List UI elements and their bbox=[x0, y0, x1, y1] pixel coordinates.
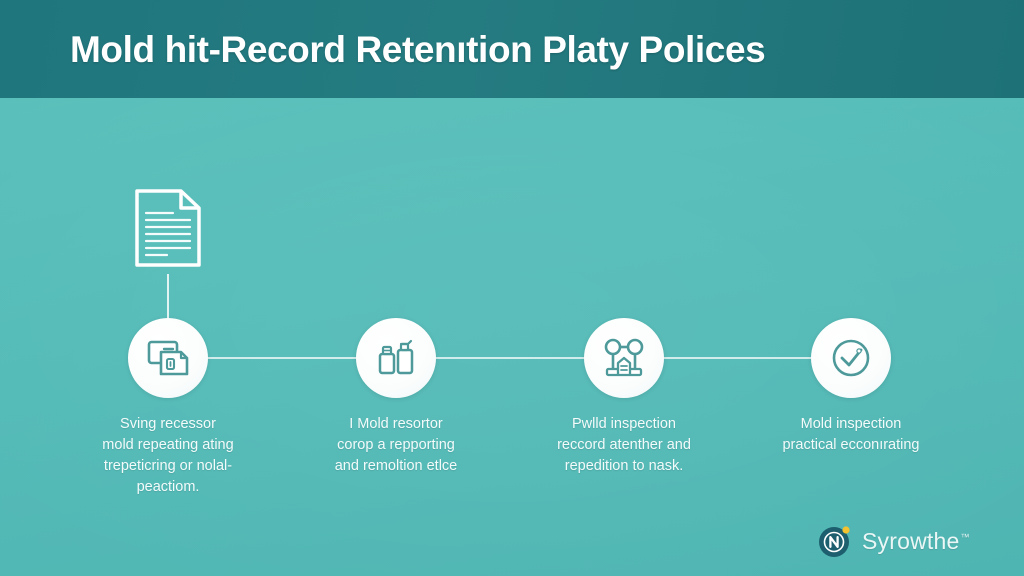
step-4-circle[interactable] bbox=[811, 318, 891, 398]
step-3-text: Pwlld inspection reccord atenther and re… bbox=[510, 414, 738, 477]
timeline-step-1[interactable]: Sving recessor mold repeating ating trep… bbox=[54, 318, 282, 498]
spray-bottles-icon bbox=[374, 336, 418, 380]
step-1-line-3: trepeticring or nolal- bbox=[103, 458, 233, 474]
step-4-line-1: Mold inspection bbox=[800, 416, 902, 432]
step-2-text: I Mold resortor corop a repporting and r… bbox=[282, 414, 510, 477]
step-3-circle[interactable] bbox=[584, 318, 664, 398]
logo-wordmark: Syrowthe™ bbox=[862, 528, 970, 555]
step-4-text: Mold inspection practical ecconırating bbox=[737, 414, 965, 456]
step-3-line-3: repedition to nask. bbox=[564, 458, 684, 474]
header-bar: Mold hit-Record Retenıtion Platy Polices bbox=[0, 0, 1024, 98]
timeline-step-2[interactable]: I Mold resortor corop a repporting and r… bbox=[282, 318, 510, 477]
step-4-line-2: practical ecconırating bbox=[782, 437, 920, 453]
timeline-step-3[interactable]: Pwlld inspection reccord atenther and re… bbox=[510, 318, 738, 477]
step-2-line-1: I Mold resortor bbox=[349, 416, 443, 432]
step-2-line-3: and remoltion etlce bbox=[334, 458, 458, 474]
document-icon bbox=[133, 188, 203, 268]
logo-trademark: ™ bbox=[960, 531, 970, 542]
step-1-line-1: Sving recessor bbox=[120, 416, 216, 432]
step-2-line-2: corop a repporting bbox=[337, 437, 455, 453]
timeline-step-4[interactable]: Mold inspection practical ecconırating bbox=[737, 318, 965, 456]
step-1-line-4: peactiom. bbox=[136, 479, 200, 495]
timeline-connector-line bbox=[160, 357, 860, 359]
inspection-structure-icon bbox=[601, 336, 647, 380]
records-stack-icon bbox=[145, 337, 191, 379]
step-2-circle[interactable] bbox=[356, 318, 436, 398]
step-1-text: Sving recessor mold repeating ating trep… bbox=[54, 414, 282, 498]
brand-logo[interactable]: Syrowthe™ bbox=[818, 522, 970, 560]
step-3-line-1: Pwlld inspection bbox=[572, 416, 676, 432]
step-1-line-2: mold repeating ating bbox=[102, 437, 234, 453]
logo-wordmark-text: Syrowthe bbox=[862, 527, 960, 554]
step-1-circle[interactable] bbox=[128, 318, 208, 398]
page-title: Mold hit-Record Retenıtion Platy Polices bbox=[70, 29, 766, 70]
check-circle-icon bbox=[829, 336, 873, 380]
step-3-line-2: reccord atenther and bbox=[557, 437, 691, 453]
document-connector-line bbox=[167, 274, 169, 320]
logo-mark-icon bbox=[818, 524, 852, 558]
